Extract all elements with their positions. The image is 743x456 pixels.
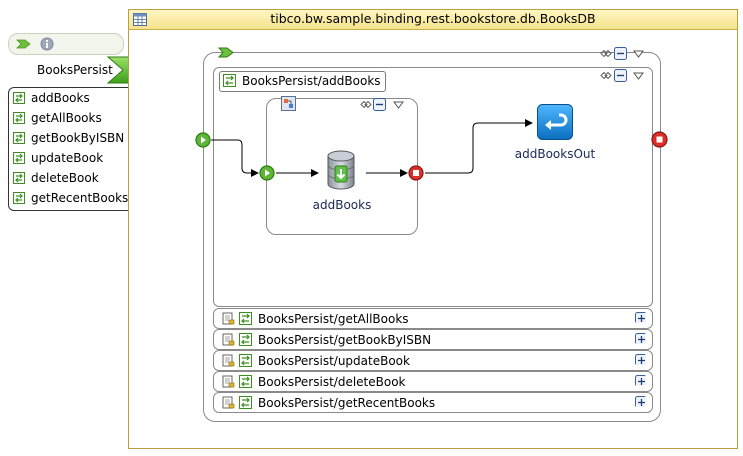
operation-icon (13, 152, 25, 164)
transition-arrow[interactable] (211, 139, 259, 177)
operation-panel-updatebook[interactable]: BooksPersist/updateBook (213, 350, 653, 371)
operation-panel-label: BooksPersist/deleteBook (258, 374, 406, 389)
operation-panel-getbookbyisbn[interactable]: BooksPersist/getBookByISBN (213, 329, 653, 350)
transition-arrow[interactable] (425, 119, 533, 174)
scope-end-node-icon[interactable] (651, 131, 668, 148)
operation-panel-label[interactable]: BooksPersist/addBooks (219, 71, 386, 92)
service-arrow-icon (16, 39, 31, 49)
lock-doc-icon (222, 396, 235, 409)
operation-panel-label: BooksPersist/getBookByISBN (258, 332, 432, 347)
operation-icon (239, 396, 252, 409)
operation-icon (13, 132, 25, 144)
operation-icon (13, 112, 25, 124)
operation-label: deleteBook (31, 171, 99, 185)
operation-icon (223, 74, 236, 87)
scope-collapse-button[interactable] (614, 47, 627, 60)
group-menu-caret-icon[interactable] (393, 101, 404, 109)
operation-panel-deletebook[interactable]: BooksPersist/deleteBook (213, 371, 653, 392)
expand-button[interactable] (635, 396, 646, 407)
reply-icon[interactable] (537, 104, 573, 140)
operation-label: getAllBooks (31, 111, 102, 125)
expand-button[interactable] (635, 354, 646, 365)
operation-label: updateBook (31, 151, 104, 165)
process-title: tibco.bw.sample.binding.rest.bookstore.d… (270, 11, 596, 26)
operation-label: addBooks (31, 91, 90, 105)
link-icon[interactable] (600, 49, 612, 58)
database-icon[interactable] (325, 150, 357, 192)
lock-doc-icon (222, 312, 235, 325)
service-pill[interactable] (8, 33, 124, 55)
operation-icon (239, 312, 252, 325)
activity-label: addBooks (312, 198, 372, 212)
lock-doc-icon (222, 333, 235, 346)
expand-button[interactable] (635, 312, 646, 323)
operation-panel-label: BooksPersist/getAllBooks (258, 311, 409, 326)
lock-doc-icon (222, 375, 235, 388)
info-icon[interactable] (40, 37, 54, 51)
panel-menu-caret-icon[interactable] (633, 72, 644, 80)
reply-label: addBooksOut (514, 147, 596, 161)
operation-panel-getallbooks[interactable]: BooksPersist/getAllBooks (213, 308, 653, 329)
link-icon[interactable] (600, 71, 612, 80)
operation-label: getBookByISBN (31, 131, 125, 145)
lock-doc-icon (222, 354, 235, 367)
group-icon (281, 96, 296, 111)
group-start-node-icon[interactable] (259, 165, 275, 181)
service-name-label: BooksPersist (37, 63, 113, 77)
operation-icon (239, 375, 252, 388)
operation-panel-label: BooksPersist/updateBook (258, 353, 410, 368)
group-collapse-button[interactable] (373, 98, 386, 111)
operation-icon (239, 333, 252, 346)
operation-icon (13, 172, 25, 184)
link-icon[interactable] (360, 100, 372, 109)
operation-label: getRecentBooks (31, 191, 129, 205)
panel-collapse-button[interactable] (614, 69, 627, 82)
operation-icon (239, 354, 252, 367)
scope-menu-caret-icon[interactable] (633, 50, 644, 58)
expand-button[interactable] (635, 333, 646, 344)
expand-button[interactable] (635, 375, 646, 386)
scope-arrow-icon (218, 47, 234, 58)
start-node-icon[interactable] (195, 132, 211, 148)
process-title-bar[interactable] (129, 10, 737, 30)
operation-icon (13, 92, 25, 104)
operation-panel-getrecentbooks[interactable]: BooksPersist/getRecentBooks (213, 392, 653, 413)
group-end-node-icon[interactable] (408, 165, 424, 181)
operation-icon (13, 192, 25, 204)
operation-panel-label: BooksPersist/getRecentBooks (258, 395, 436, 410)
table-icon (133, 13, 147, 26)
